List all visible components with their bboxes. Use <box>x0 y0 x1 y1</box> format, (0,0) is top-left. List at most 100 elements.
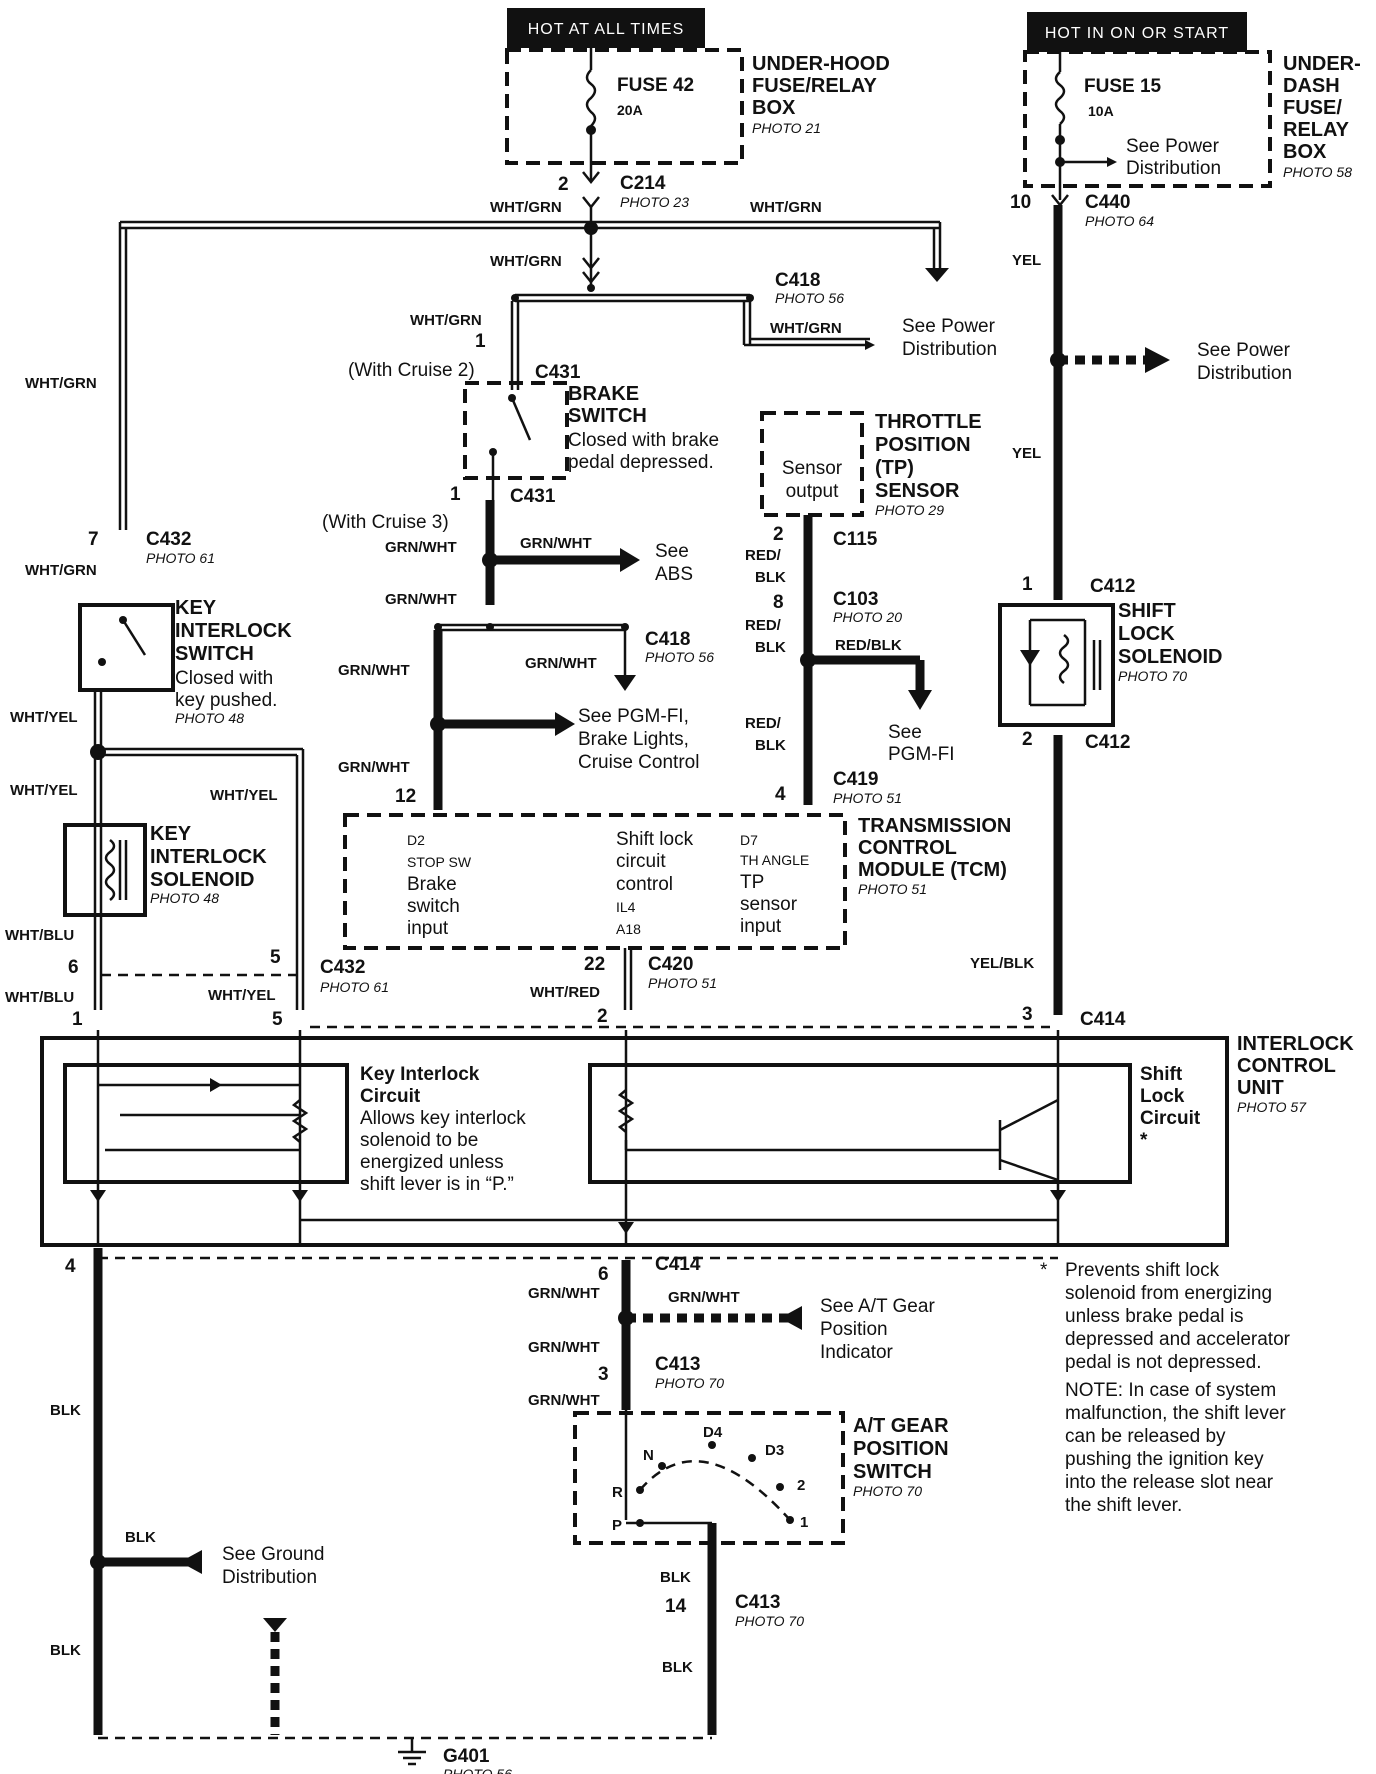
diagram-label: RED/ <box>745 715 782 732</box>
diagram-label: GRN/WHT <box>525 655 597 672</box>
diagram-label: N <box>643 1447 654 1464</box>
diagram-label: Distribution <box>902 339 997 360</box>
diagram-label: BRAKE <box>568 383 639 405</box>
diagram-label: switch <box>407 896 460 917</box>
diagram-label: unless brake pedal is <box>1065 1306 1244 1327</box>
diagram-label: C412 <box>1085 732 1130 753</box>
diagram-label: See PGM-FI, <box>578 706 689 727</box>
diagram-label: G401 <box>443 1746 490 1767</box>
hot-in-on-or-start-label: HOT IN ON OR START <box>1027 12 1247 52</box>
diagram-label: A18 <box>616 921 641 937</box>
diagram-label: GRN/WHT <box>528 1339 600 1356</box>
diagram-label: See Power <box>1197 340 1291 361</box>
diagram-label: SOLENOID <box>150 869 254 891</box>
diagram-label: 2 <box>797 1477 805 1494</box>
diagram-label: C414 <box>655 1254 701 1275</box>
diagram-label: GRN/WHT <box>528 1392 600 1409</box>
diagram-label: RELAY <box>1283 119 1350 141</box>
diagram-label: Distribution <box>222 1567 317 1588</box>
diagram-label: 7 <box>88 529 99 550</box>
diagram-label: FUSE/ <box>1283 97 1342 119</box>
diagram-label: C419 <box>833 769 878 790</box>
diagram-label: TH ANGLE <box>740 852 809 868</box>
diagram-label: PHOTO 70 <box>655 1375 724 1391</box>
diagram-label: INTERLOCK <box>1237 1033 1354 1055</box>
diagram-label: D2 <box>407 832 425 848</box>
diagram-label: C103 <box>833 589 878 610</box>
diagram-label: C214 <box>620 173 666 194</box>
diagram-label: input <box>740 916 782 937</box>
diagram-label: PHOTO 51 <box>648 975 717 991</box>
diagram-label: 1 <box>800 1514 808 1531</box>
interlock-control-unit: Key Interlock Circuit Allows key interlo… <box>40 1030 1354 1247</box>
diagram-label: (TP) <box>875 457 914 479</box>
diagram-label: WHT/RED <box>530 984 600 1001</box>
diagram-label: PHOTO 29 <box>875 502 944 518</box>
diagram-label: (With Cruise 2) <box>348 360 475 381</box>
diagram-label: PHOTO 58 <box>1283 164 1352 180</box>
diagram-label: INTERLOCK <box>175 620 292 642</box>
diagram-label: PHOTO 56 <box>443 1766 512 1774</box>
diagram-label: D4 <box>703 1424 723 1441</box>
diagram-label: PHOTO 61 <box>320 979 389 995</box>
diagram-label: PHOTO 61 <box>146 550 215 566</box>
diagram-label: pedal is not depressed. <box>1065 1352 1261 1373</box>
diagram-label: SENSOR <box>875 480 960 502</box>
diagram-label: solenoid to be <box>360 1130 478 1151</box>
diagram-label: 5 <box>270 947 281 968</box>
diagram-label: BLK <box>755 569 786 586</box>
diagram-label: LOCK <box>1118 623 1175 645</box>
diagram-label: C418 <box>775 270 820 291</box>
diagram-label: C440 <box>1085 192 1130 213</box>
diagram-label: THROTTLE <box>875 411 982 433</box>
diagram-label: Cruise Control <box>578 752 699 773</box>
diagram-label: PHOTO 70 <box>735 1613 804 1629</box>
diagram-label: BLK <box>755 639 786 656</box>
diagram-label: 3 <box>1022 1004 1033 1025</box>
diagram-label: 4 <box>775 784 786 805</box>
diagram-label: FUSE/RELAY <box>752 75 878 97</box>
diagram-label: C413 <box>735 1592 780 1613</box>
gear-position-circuit: 4 BLK BLK See Ground Distribution BLK 6 … <box>50 1248 1058 1774</box>
diagram-label: 8 <box>773 592 784 613</box>
diagram-label: C432 <box>146 529 191 550</box>
diagram-label: YEL/BLK <box>970 955 1034 972</box>
diagram-label: HOT AT ALL TIMES <box>528 21 685 38</box>
diagram-label: C432 <box>320 957 365 978</box>
diagram-label: SWITCH <box>175 643 254 665</box>
diagram-label: Brake <box>407 874 457 895</box>
diagram-label: depressed and accelerator <box>1065 1329 1291 1350</box>
diagram-label: Distribution <box>1197 363 1292 384</box>
diagram-label: C412 <box>1090 576 1135 597</box>
diagram-label: 2 <box>558 174 569 195</box>
diagram-label: GRN/WHT <box>385 591 457 608</box>
diagram-label: C420 <box>648 954 693 975</box>
fuse-15-label: FUSE 15 <box>1084 76 1162 97</box>
c214-connector: 2 C214 PHOTO 23 <box>558 171 689 210</box>
diagram-label: into the release slot near <box>1065 1472 1274 1493</box>
diagram-label: BLK <box>50 1642 81 1659</box>
diagram-label: BLK <box>755 737 786 754</box>
diagram-label: PHOTO 51 <box>858 881 927 897</box>
diagram-label: Key Interlock <box>360 1064 480 1085</box>
diagram-label: WHT/YEL <box>210 787 278 804</box>
diagram-label: 1 <box>450 484 461 505</box>
diagram-label: UNDER-HOOD <box>752 53 890 75</box>
diagram-label: TRANSMISSION <box>858 815 1011 837</box>
diagram-label: WHT/GRN <box>750 199 822 216</box>
diagram-label: Circuit <box>360 1086 421 1107</box>
diagram-label: See A/T Gear <box>820 1296 935 1317</box>
diagram-label: Distribution <box>1126 158 1221 179</box>
diagram-label: Allows key interlock <box>360 1108 526 1129</box>
diagram-label: 3 <box>598 1364 609 1385</box>
diagram-label: D7 <box>740 832 758 848</box>
diagram-label: YEL <box>1012 252 1041 269</box>
diagram-label: UNDER- <box>1283 53 1361 75</box>
diagram-label: (With Cruise 3) <box>322 512 449 533</box>
diagram-label: RED/ <box>745 617 782 634</box>
diagram-label: POSITION <box>853 1438 949 1460</box>
diagram-label: Brake Lights, <box>578 729 689 750</box>
diagram-label: 22 <box>584 954 605 975</box>
diagram-label: Closed with <box>175 668 273 689</box>
